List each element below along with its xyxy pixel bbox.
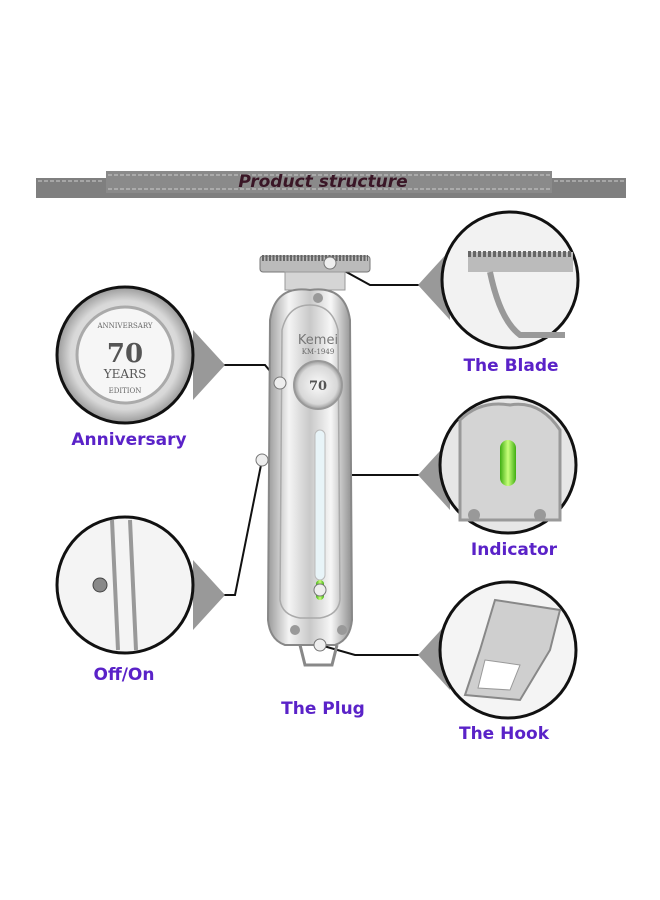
callout-blade: The Blade [418, 210, 580, 376]
callout-hook: The Hook [418, 580, 578, 744]
label-anniversary: Anniversary [71, 430, 186, 450]
model-number: KM-1949 [302, 348, 335, 356]
trimmer-illustration: Kemei KM-1949 70 [255, 255, 371, 667]
brand-logo: Kemei [298, 333, 338, 348]
banner: Product structure [36, 171, 626, 198]
badge-bottom: EDITION [109, 387, 142, 395]
callout-off-on: Off/On [55, 515, 225, 685]
badge-top: ANNIVERSARY [96, 322, 152, 330]
label-off-on: Off/On [94, 665, 155, 685]
badge-number-small: 70 [309, 379, 327, 394]
label-the-blade: The Blade [463, 356, 558, 376]
label-indicator: Indicator [471, 540, 558, 560]
label-the-hook: The Hook [459, 724, 550, 744]
banner-title: Product structure [238, 172, 407, 192]
callout-anniversary: ANNIVERSARY 70 YEARS EDITION Anniversary [55, 285, 225, 450]
badge-number: 70 [107, 339, 143, 369]
callout-indicator: Indicator [418, 395, 578, 560]
label-the-plug: The Plug [281, 699, 365, 719]
badge-years: YEARS [103, 367, 147, 381]
